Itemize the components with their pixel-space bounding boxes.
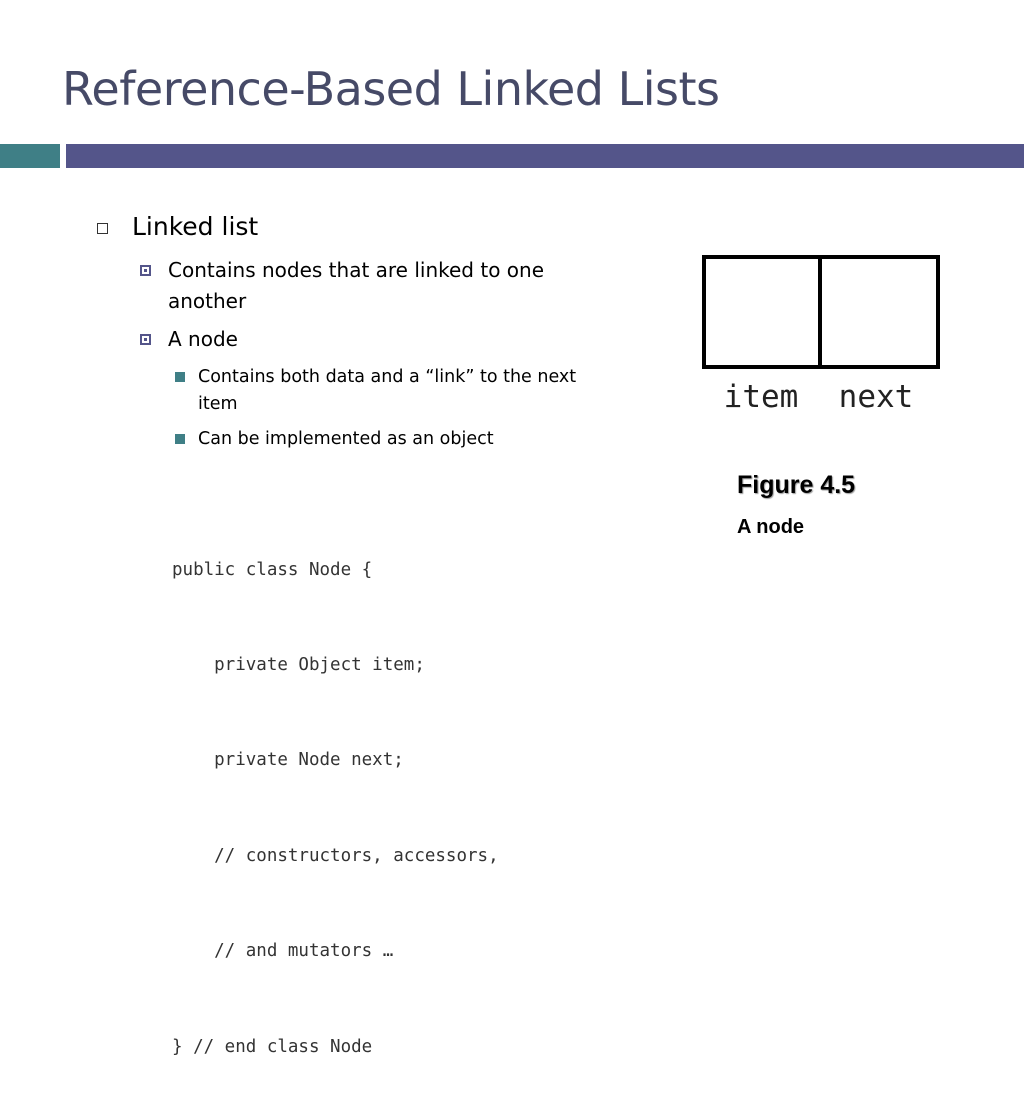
filled-square-bullet-icon (175, 372, 185, 382)
title-underline-teal-accent (0, 144, 60, 168)
filled-square-bullet-icon (175, 434, 185, 444)
next-field-label: next (839, 379, 914, 415)
bullet-contains-nodes-line1: Contains nodes that are linked to one (168, 258, 545, 282)
code-line: public class Node { (172, 559, 373, 580)
title-underline-bar (66, 144, 1024, 168)
node-diagram: item next (702, 255, 940, 415)
code-line: private Node next; (172, 750, 404, 771)
code-block: public class Node { private Object item;… (172, 491, 499, 1095)
bullet-data-and-link-line1: Contains both data and a “link” to the n… (198, 367, 577, 387)
bullet-implemented-as-object: Can be implemented as an object (198, 429, 494, 449)
bullet-a-node: A node (168, 327, 238, 351)
code-line: // and mutators … (172, 941, 394, 962)
bullet-data-and-link-line2: item (198, 394, 238, 414)
item-field-label: item (724, 379, 799, 415)
framed-square-bullet-icon (140, 334, 151, 345)
hollow-square-bullet-icon (97, 223, 108, 234)
figure-subcaption: A node (737, 516, 805, 538)
framed-square-bullet-icon (140, 265, 151, 276)
code-line: private Object item; (172, 654, 425, 675)
bullet-contains-nodes-line2: another (168, 289, 247, 313)
code-line: // constructors, accessors, (172, 845, 499, 866)
bullet-linked-list: Linked list (132, 212, 259, 241)
slide-title: Reference-Based Linked Lists (62, 62, 720, 116)
code-line: } // end class Node (172, 1036, 373, 1057)
figure-caption: Figure 4.5 (737, 471, 856, 499)
